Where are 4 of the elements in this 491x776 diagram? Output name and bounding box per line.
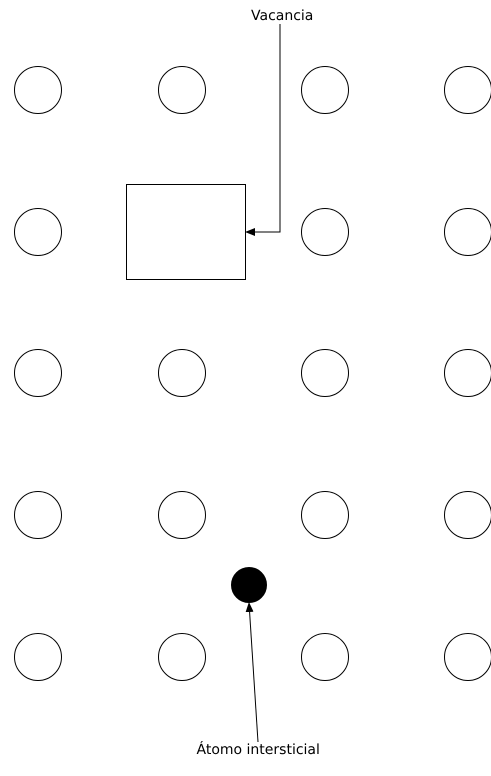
leader-line [246,602,258,742]
leader-line [245,24,280,236]
annotation-label: Átomo intersticial [196,742,320,758]
annotation-label: Vacancia [251,8,314,24]
